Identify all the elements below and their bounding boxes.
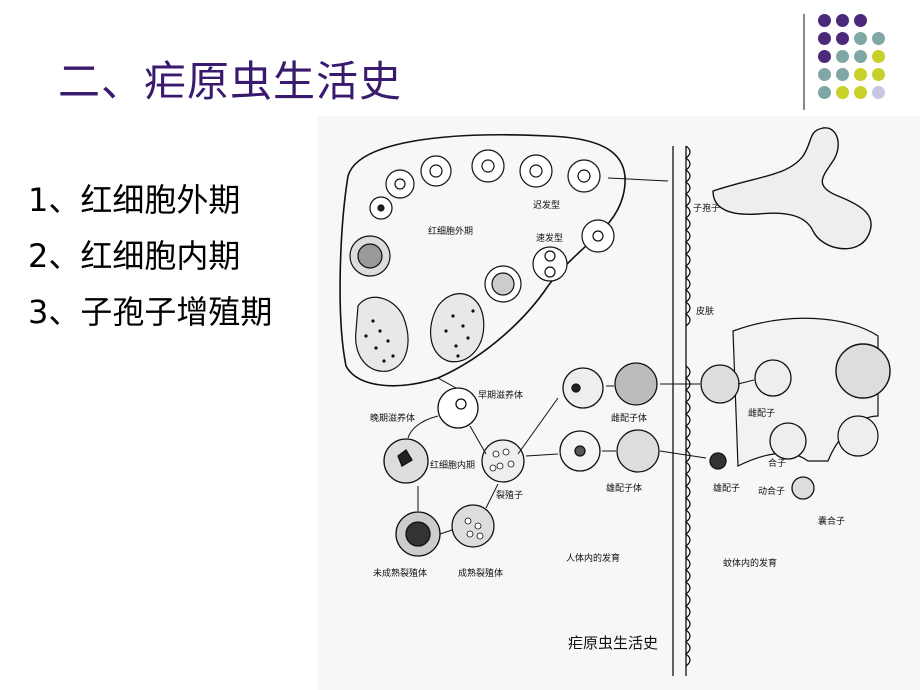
title-divider-line bbox=[803, 14, 805, 110]
dot bbox=[854, 50, 867, 63]
cycle-arrows bbox=[407, 177, 755, 535]
dot bbox=[854, 14, 867, 27]
label-zygote: 合子 bbox=[768, 457, 786, 469]
liver-cells-slow bbox=[369, 149, 601, 220]
dot bbox=[818, 68, 831, 81]
label-sporozoite: 子孢子 bbox=[693, 202, 720, 214]
life-cycle-diagram: 红细胞外期 迟发型 速发型 子孢子 皮肤 早期滋养体 晚期滋养体 红细胞内期 裂… bbox=[318, 116, 920, 690]
label-mosquito-development: 蚊体内的发育 bbox=[723, 557, 777, 569]
bullet-item: 2、红细胞内期 bbox=[28, 237, 241, 275]
liver-schizonts bbox=[349, 235, 485, 372]
dot bbox=[872, 68, 885, 81]
dot bbox=[872, 32, 885, 45]
label-exo-stage: 红细胞外期 bbox=[428, 225, 473, 237]
malaria-life-cycle-figure: 红细胞外期 迟发型 速发型 子孢子 皮肤 早期滋养体 晚期滋养体 红细胞内期 裂… bbox=[318, 116, 920, 690]
dot bbox=[872, 86, 885, 99]
label-fast-type: 速发型 bbox=[536, 232, 563, 244]
label-immature-schizont: 未成熟裂殖体 bbox=[373, 567, 427, 579]
dot bbox=[836, 68, 849, 81]
label-late-trophozoite: 晚期滋养体 bbox=[370, 412, 415, 424]
figure-caption: 疟原虫生活史 bbox=[568, 634, 658, 652]
label-oocyst: 囊合子 bbox=[818, 515, 845, 527]
dot bbox=[872, 50, 885, 63]
dot bbox=[854, 86, 867, 99]
label-mature-schizont: 成熟裂殖体 bbox=[458, 567, 503, 579]
dot bbox=[836, 86, 849, 99]
dot bbox=[836, 50, 849, 63]
blood-stage-cells bbox=[383, 387, 525, 557]
label-female-gamete: 雌配子 bbox=[748, 407, 775, 419]
liver-cells-fast bbox=[484, 219, 615, 303]
dot bbox=[836, 14, 849, 27]
liver-outline bbox=[339, 134, 626, 387]
label-skin: 皮肤 bbox=[696, 305, 714, 317]
slide-title: 二、疟原虫生活史 bbox=[58, 57, 403, 106]
bullet-item: 1、红细胞外期 bbox=[28, 181, 241, 219]
label-female-gametocyte: 雌配子体 bbox=[611, 412, 647, 424]
bullet-list: 1、红细胞外期 2、红细胞内期 3、子孢子增殖期 bbox=[28, 172, 272, 340]
label-early-trophozoite: 早期滋养体 bbox=[478, 389, 523, 401]
dot bbox=[818, 14, 831, 27]
mosquito-stage-cells bbox=[700, 359, 815, 500]
label-male-gametocyte: 雄配子体 bbox=[606, 482, 642, 494]
dot bbox=[854, 32, 867, 45]
skin-barrier bbox=[672, 145, 691, 676]
label-slow-type: 迟发型 bbox=[533, 199, 560, 211]
oocyst-cell bbox=[835, 343, 891, 399]
label-male-gamete: 雄配子 bbox=[713, 482, 740, 494]
label-human-development: 人体内的发育 bbox=[566, 552, 620, 564]
oocyst-cell bbox=[837, 415, 879, 457]
label-merozoite: 裂殖子 bbox=[496, 489, 523, 501]
dot bbox=[836, 32, 849, 45]
bullet-item: 3、子孢子增殖期 bbox=[28, 293, 273, 331]
gametocyte-cells bbox=[559, 362, 660, 473]
dot bbox=[818, 32, 831, 45]
salivary-gland bbox=[712, 127, 872, 250]
dot bbox=[818, 50, 831, 63]
label-rbc-stage: 红细胞内期 bbox=[430, 459, 475, 471]
dot bbox=[854, 68, 867, 81]
dot bbox=[818, 86, 831, 99]
label-ookinete: 动合子 bbox=[758, 485, 785, 497]
